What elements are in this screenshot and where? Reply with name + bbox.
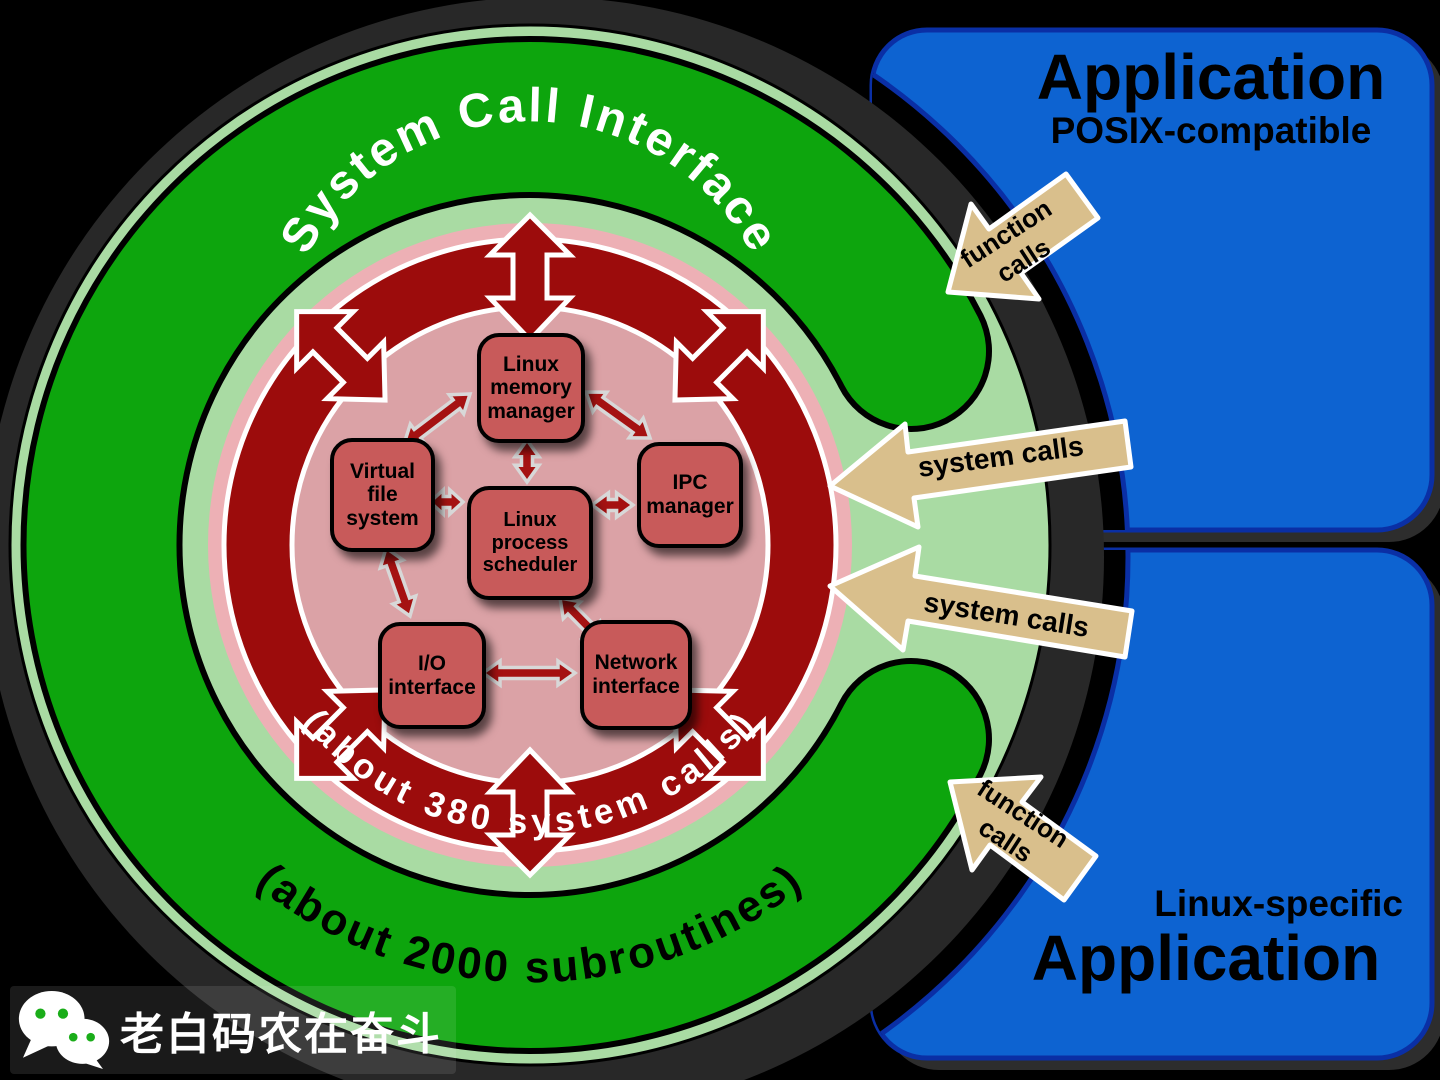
kernel-box-io-interface: I/O interface (378, 622, 486, 729)
function-calls-arrow-top (945, 171, 1101, 302)
app-linux-title: Application (1031, 921, 1381, 994)
kernel-link-arrow (427, 486, 466, 518)
kernel-link-arrow (377, 545, 419, 619)
circle-cutout-border (872, 30, 1131, 1058)
glibc-ring (20, 36, 992, 1054)
kernel-box-virtual-file-system: Virtual file system (330, 438, 435, 552)
app-posix-title: Application (1036, 41, 1386, 113)
kernel-link-arrow (589, 489, 636, 521)
kernel-link-arrow (479, 657, 579, 689)
system-calls-arrow-bottom (827, 544, 1135, 660)
kernel-link-arrow (511, 436, 543, 486)
kernel-box-network-interface: Network interface (580, 620, 692, 730)
function-calls-arrow-bottom (947, 774, 1099, 903)
wechat-icon (18, 991, 110, 1069)
app-linux-subtitle: Linux-specific (1154, 883, 1403, 924)
kernel-link-arrow (583, 390, 653, 440)
app-posix-labels: Application POSIX-compatible (1005, 41, 1417, 152)
kernel-box-memory-manager: Linux memory manager (477, 333, 585, 443)
kernel-link-arrows (377, 390, 653, 689)
app-posix-subtitle: POSIX-compatible (1050, 110, 1372, 152)
kernel-box-ipc-manager: IPC manager (637, 442, 743, 548)
app-linux-labels: Linux-specific Application (995, 883, 1417, 994)
watermark-text: 老白码农在奋斗 (120, 1010, 442, 1059)
system-calls-arrow-top (827, 418, 1134, 530)
call-arrows (827, 171, 1135, 903)
watermark: 老白码农在奋斗 (10, 986, 456, 1074)
kernel-box-process-scheduler: Linux process scheduler (467, 486, 593, 600)
